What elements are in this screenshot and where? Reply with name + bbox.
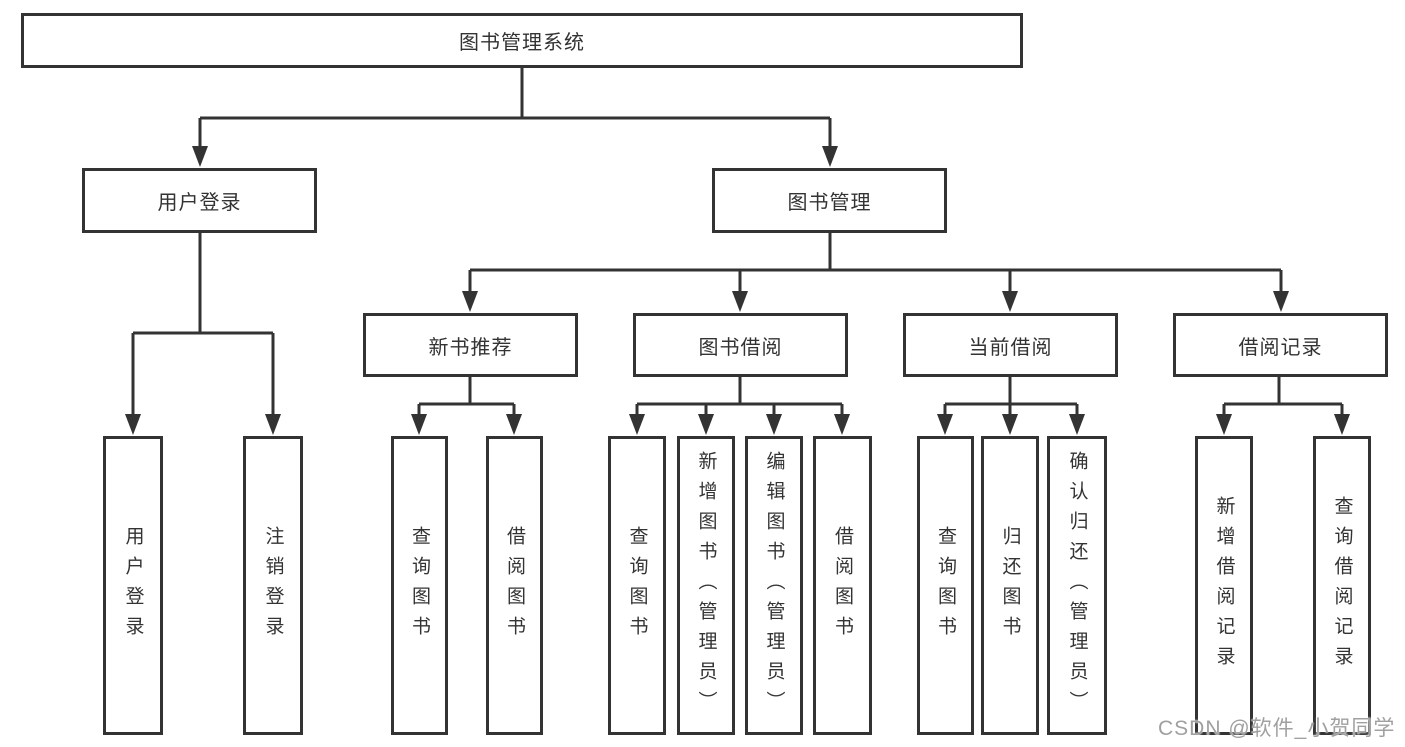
leaf-user-login: 用户登录 [103, 436, 163, 735]
node-library-management-system: 图书管理系统 [21, 13, 1023, 68]
leaf-borrow-books-label: 借阅图书 [832, 525, 853, 646]
leaf-query-borrow-record: 查询借阅记录 [1313, 436, 1371, 735]
node-current-borrow: 当前借阅 [903, 313, 1118, 377]
leaf-add-books-admin-label: 新增图书（管理员） [695, 450, 717, 721]
node-book-borrow: 图书借阅 [633, 313, 848, 377]
leaf-add-books-admin: 新增图书（管理员） [677, 436, 735, 735]
leaf-logout-label: 注销登录 [262, 525, 284, 646]
leaf-user-login-label: 用户登录 [122, 525, 144, 646]
leaf-query-borrow-record-label: 查询借阅记录 [1331, 495, 1353, 676]
connector-current-borrow-children [937, 377, 1085, 435]
leaf-logout: 注销登录 [243, 436, 303, 735]
leaf-edit-books-admin: 编辑图书（管理员） [745, 436, 803, 735]
connector-new-book-recommend-children [411, 377, 522, 435]
connector-borrow-records-children [1216, 377, 1350, 435]
node-borrow-records: 借阅记录 [1173, 313, 1388, 377]
connector-user-login-children [125, 233, 281, 435]
leaf-confirm-return-admin-label: 确认归还（管理员） [1066, 450, 1088, 721]
connector-book-management-children [462, 233, 1289, 312]
leaf-borrow-books-recommend-label: 借阅图书 [504, 525, 525, 646]
connector-book-borrow-children [629, 377, 850, 435]
leaf-query-books-recommend: 查询图书 [391, 436, 448, 735]
leaf-borrow-books-recommend: 借阅图书 [486, 436, 543, 735]
leaf-confirm-return-admin: 确认归还（管理员） [1047, 436, 1107, 735]
leaf-return-books-label: 归还图书 [999, 525, 1021, 646]
leaf-query-books-current: 查询图书 [917, 436, 974, 735]
leaf-query-books-borrow-label: 查询图书 [626, 525, 648, 646]
leaf-return-books: 归还图书 [981, 436, 1039, 735]
leaf-add-borrow-record: 新增借阅记录 [1195, 436, 1253, 735]
connector-root-to-level1 [192, 68, 838, 167]
leaf-query-books-recommend-label: 查询图书 [409, 525, 430, 646]
node-new-book-recommend: 新书推荐 [363, 313, 578, 377]
leaf-edit-books-admin-label: 编辑图书（管理员） [763, 450, 785, 721]
leaf-query-books-borrow: 查询图书 [608, 436, 666, 735]
leaf-add-borrow-record-label: 新增借阅记录 [1213, 495, 1235, 676]
leaf-borrow-books: 借阅图书 [813, 436, 872, 735]
node-book-management: 图书管理 [712, 168, 947, 233]
node-user-login: 用户登录 [82, 168, 317, 233]
csdn-watermark: CSDN @软件_小贺同学 [1158, 717, 1396, 740]
leaf-query-books-current-label: 查询图书 [935, 525, 956, 646]
